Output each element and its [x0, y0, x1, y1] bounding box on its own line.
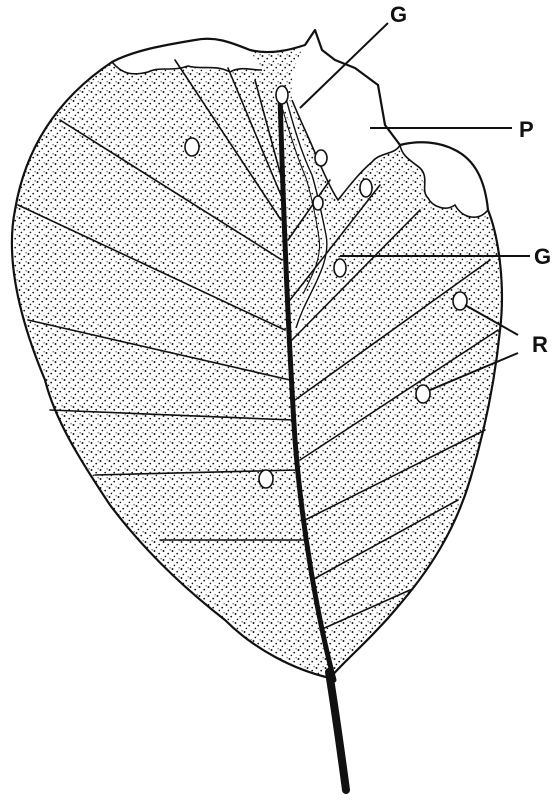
label-g-top: G: [390, 2, 407, 27]
pellet: [276, 86, 288, 104]
pellet: [416, 385, 430, 403]
pellet: [313, 196, 323, 210]
petiole: [329, 672, 346, 790]
label-p: P: [519, 117, 534, 142]
pellet: [185, 138, 199, 156]
label-g-mid: G: [534, 244, 551, 269]
label-r: R: [532, 332, 548, 357]
pellet: [453, 292, 467, 310]
pellet: [334, 259, 346, 277]
pellet: [259, 470, 273, 488]
pellet: [315, 150, 327, 166]
pellet: [360, 179, 372, 197]
